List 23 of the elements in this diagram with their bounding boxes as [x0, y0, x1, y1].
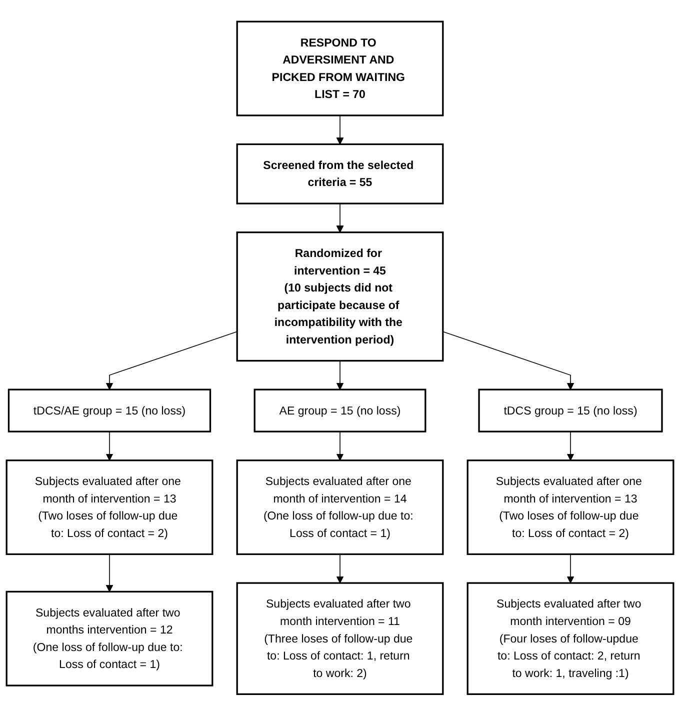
- arrow: [106, 331, 238, 390]
- arrow: [106, 554, 114, 592]
- arrow: [442, 331, 574, 390]
- arrow: [336, 115, 344, 145]
- arrow: [106, 431, 114, 461]
- node-box: Subjects evaluated after two month intervention = 11 (Three loses of follow-up due to: Loss of contact: 1, return to work: 2): [236, 582, 444, 696]
- node-box: Subjects evaluated after two month intervention = 09 (Four loses of follow-updue to: Loss of contact: 2, return to work: 1, traveling :1): [466, 582, 674, 696]
- arrow: [566, 431, 574, 461]
- node-box: RESPOND TO ADVERSIMENT AND PICKED FROM WAITING LIST = 70: [236, 20, 444, 116]
- node-box: tDCS/AE group = 15 (no loss): [8, 388, 212, 432]
- arrow: [336, 203, 344, 233]
- arrow: [336, 431, 344, 461]
- node-box: Subjects evaluated after one month of intervention = 14 (One loss of follow-up due to: Loss of contact = 1): [236, 460, 444, 556]
- node-box: Subjects evaluated after two months intervention = 12 (One loss of follow-up due to: Loss of contact = 1): [6, 590, 214, 686]
- arrow: [336, 554, 344, 584]
- node-box: Screened from the selected criteria = 55: [236, 144, 444, 204]
- node-box: Randomized for intervention = 45 (10 subjects did not participate because of incompatibility with the intervention period): [236, 232, 444, 362]
- node-box: Subjects evaluated after one month of intervention = 13 (Two loses of follow-up due to: Loss of contact = 2): [6, 460, 214, 556]
- arrow: [336, 360, 344, 390]
- node-box: Subjects evaluated after one month of intervention = 13 (Two loses of follow-up due to: Loss of contact = 2): [466, 460, 674, 556]
- node-box: AE group = 15 (no loss): [254, 388, 426, 432]
- arrow: [566, 554, 574, 584]
- node-box: tDCS group = 15 (no loss): [478, 388, 663, 432]
